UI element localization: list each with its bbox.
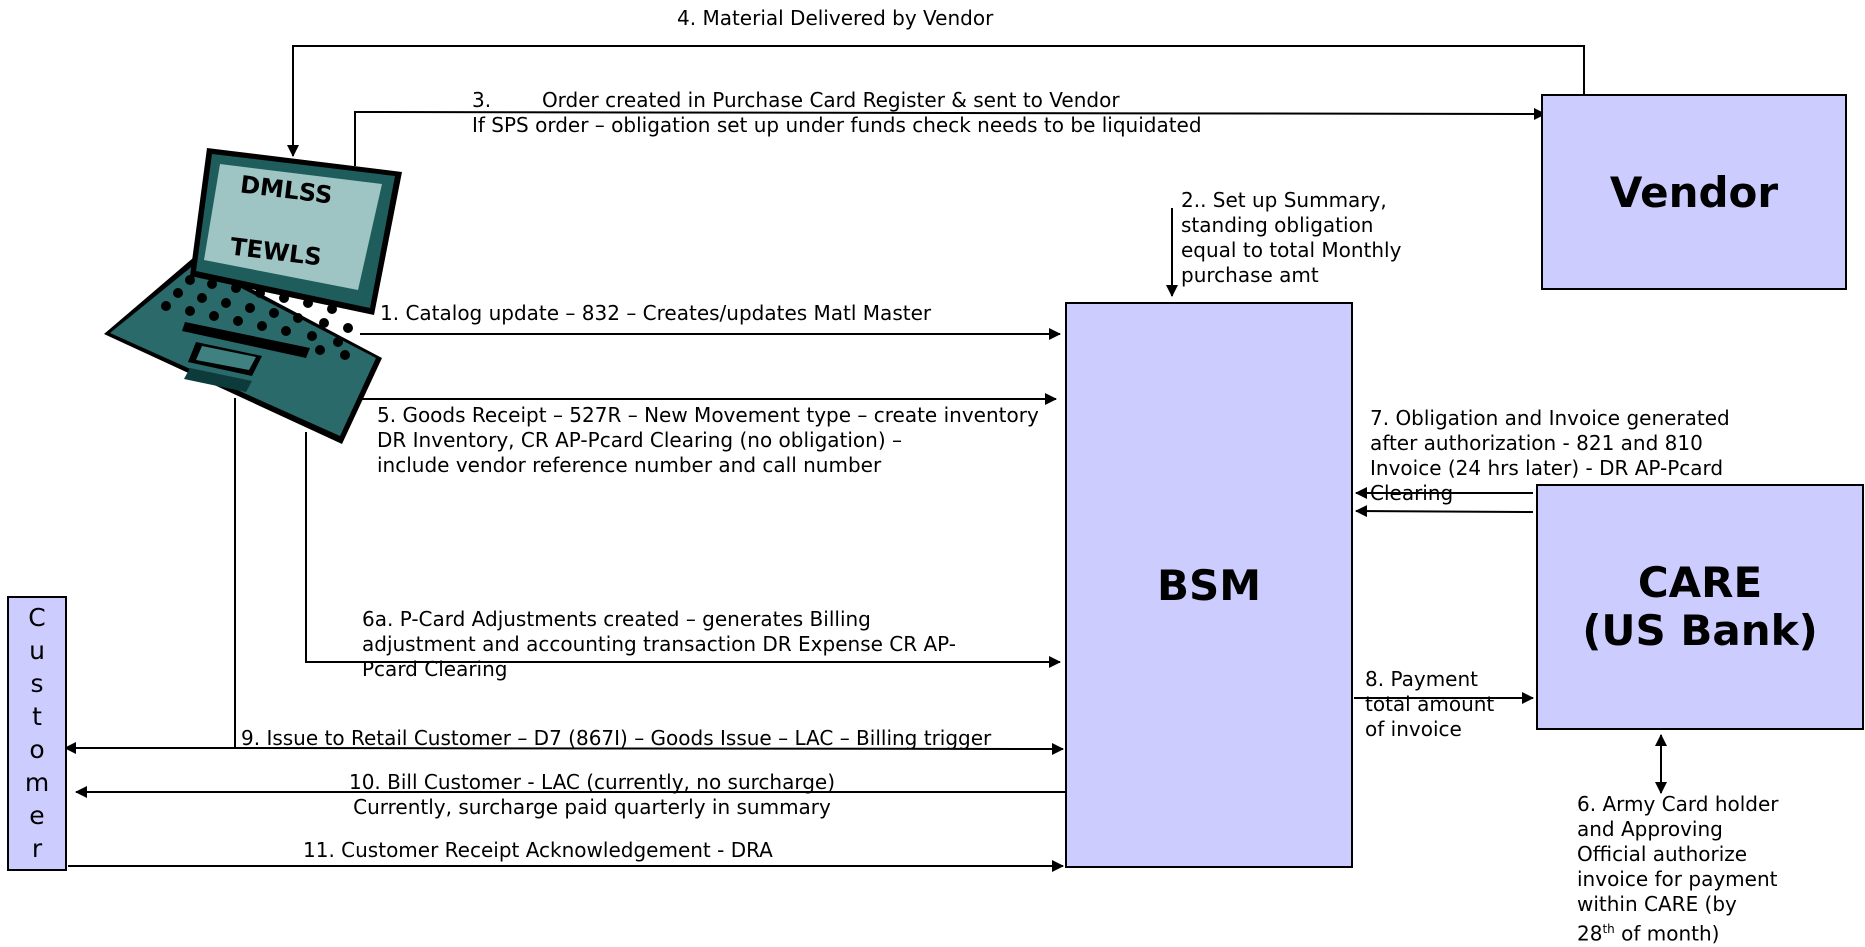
- step7-label: 7. Obligation and Invoice generated afte…: [1370, 406, 1730, 506]
- step7-line2: after authorization - 821 and 810: [1370, 431, 1703, 455]
- customer-letter: s: [30, 669, 44, 698]
- step6-line6: 28th of month): [1577, 917, 1779, 947]
- step6-month: of month): [1614, 921, 1720, 946]
- step10-label: 10. Bill Customer - LAC (currently, no s…: [312, 770, 872, 820]
- step6a-line1: 6a. P-Card Adjustments created – generat…: [362, 607, 871, 631]
- step2-line4: purchase amt: [1181, 263, 1319, 287]
- step6-line3: Official authorize: [1577, 842, 1748, 866]
- customer-letter: u: [29, 636, 45, 665]
- step6-line4: invoice for payment: [1577, 867, 1778, 891]
- step5-line3: include vendor reference number and call…: [377, 453, 882, 477]
- step3-line2: If SPS order – obligation set up under f…: [472, 113, 1202, 137]
- step6-line1: 6. Army Card holder: [1577, 792, 1779, 816]
- arrow-material-delivered: [287, 45, 1585, 157]
- step5-line2: DR Inventory, CR AP-Pcard Clearing (no o…: [377, 428, 902, 452]
- customer-letter: C: [28, 603, 46, 632]
- step5-line1: 5. Goods Receipt – 527R – New Movement t…: [377, 403, 1039, 427]
- bsm-box: BSM: [1065, 302, 1353, 868]
- step8-line2: total amount: [1365, 692, 1495, 716]
- step3-label: 3. Order created in Purchase Card Regist…: [472, 88, 1202, 138]
- bsm-label: BSM: [1156, 560, 1262, 610]
- step6-line2: and Approving: [1577, 817, 1723, 841]
- step8-line1: 8. Payment: [1365, 667, 1478, 691]
- customer-letter: r: [31, 834, 43, 863]
- step1-label: 1. Catalog update – 832 – Creates/update…: [380, 301, 932, 325]
- step9-label: 9. Issue to Retail Customer – D7 (867I) …: [241, 726, 992, 750]
- customer-letter: e: [29, 801, 45, 830]
- arrow-issue-to-customer: [64, 398, 236, 754]
- step6-day: 28: [1577, 921, 1603, 946]
- arrow-pcard-adjustments: [305, 432, 1061, 668]
- step2-line1: 2.. Set up Summary,: [1181, 188, 1387, 212]
- arrow-order-created: [354, 107, 1546, 166]
- step2-line3: equal to total Monthly: [1181, 238, 1402, 262]
- vendor-label: Vendor: [1609, 167, 1779, 217]
- step6-ordinal: th: [1602, 922, 1615, 936]
- step8-line3: of invoice: [1365, 717, 1462, 741]
- step6a-line3: Pcard Clearing: [362, 657, 508, 681]
- step7-line1: 7. Obligation and Invoice generated: [1370, 406, 1730, 430]
- care-box: CARE (US Bank): [1536, 484, 1864, 730]
- step8-label: 8. Payment total amount of invoice: [1365, 667, 1494, 742]
- step7-line4: Clearing: [1370, 481, 1454, 505]
- arrow-invoice-clearing: [1355, 505, 1534, 518]
- step11-label: 11. Customer Receipt Acknowledgement - D…: [303, 838, 773, 862]
- step7-line3: Invoice (24 hrs later) - DR AP-Pcard: [1370, 456, 1724, 480]
- step5-label: 5. Goods Receipt – 527R – New Movement t…: [377, 403, 1039, 478]
- step4-label: 4. Material Delivered by Vendor: [677, 6, 994, 30]
- step10-line2: Currently, surcharge paid quarterly in s…: [353, 795, 831, 819]
- step2-line2: standing obligation: [1181, 213, 1374, 237]
- arrow-billing-trigger: [234, 742, 1064, 755]
- step6-line5: within CARE (by: [1577, 892, 1737, 916]
- customer-letter: t: [32, 702, 42, 731]
- step10-line1: 10. Bill Customer - LAC (currently, no s…: [348, 770, 836, 794]
- customer-letter: m: [24, 768, 50, 797]
- care-label-line2: (US Bank): [1582, 606, 1818, 655]
- customer-box: C u s t o m e r: [7, 596, 67, 871]
- step2-label: 2.. Set up Summary, standing obligation …: [1181, 188, 1401, 288]
- step3-line1: 3. Order created in Purchase Card Regist…: [472, 88, 1120, 112]
- laptop-icon: [104, 148, 402, 444]
- step6-label: 6. Army Card holder and Approving Offici…: [1577, 792, 1779, 947]
- care-label-line1: CARE: [1637, 558, 1763, 607]
- vendor-box: Vendor: [1541, 94, 1847, 290]
- step6a-line2: adjustment and accounting transaction DR…: [362, 632, 957, 656]
- step6a-label: 6a. P-Card Adjustments created – generat…: [362, 607, 956, 682]
- customer-letter: o: [29, 735, 45, 764]
